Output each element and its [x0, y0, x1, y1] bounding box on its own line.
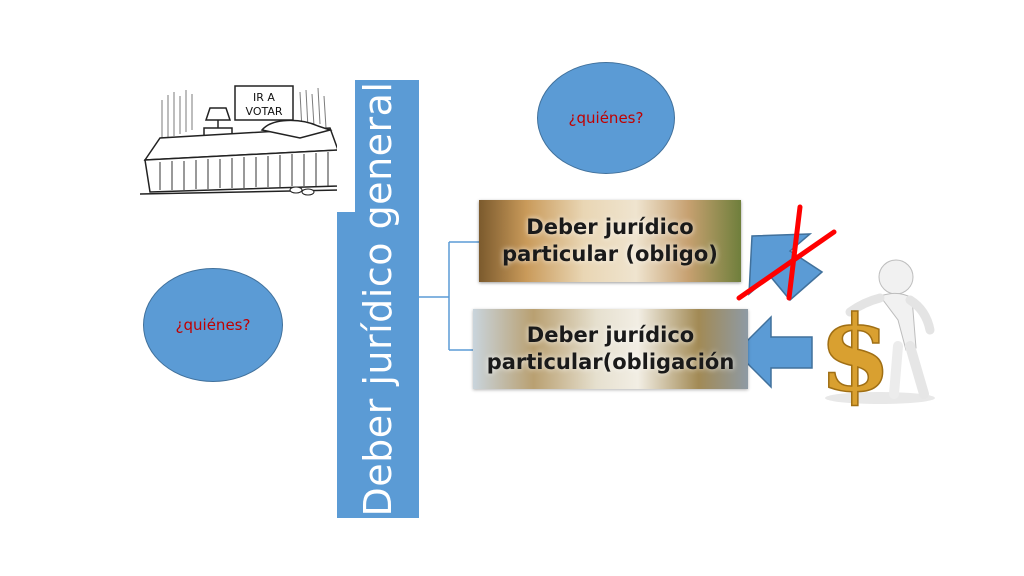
- general-duty-label-wrap: Deber jurídico general: [337, 80, 419, 518]
- particular-duty-card-bottom: Deber jurídico particular(obligación: [473, 309, 748, 389]
- card-top-line-2: particular (obligo): [502, 242, 718, 266]
- particular-duty-card-top: Deber jurídico particular (obligo): [479, 200, 741, 282]
- person-figure-icon: [825, 259, 935, 404]
- card-top-line-1: Deber jurídico: [526, 214, 694, 239]
- general-duty-label: Deber jurídico general: [356, 81, 400, 517]
- bracket-connector: [419, 241, 479, 351]
- sign-line-1: IR A: [253, 91, 275, 104]
- dollar-sign-icon: $: [819, 292, 891, 415]
- sign-line-2: VOTAR: [245, 105, 282, 118]
- red-cross-icon: [736, 204, 837, 301]
- bar-notch: [337, 80, 355, 212]
- question-bubble-top: ¿quiénes?: [537, 62, 675, 174]
- diagonal-arrow: [748, 233, 824, 302]
- card-bottom-line-1: Deber jurídico: [526, 322, 695, 347]
- card-bottom-line-2: particular(obligación: [486, 350, 735, 374]
- question-bubble-top-text: ¿quiénes?: [568, 109, 644, 127]
- question-bubble-left: ¿quiénes?: [143, 268, 283, 382]
- question-bubble-left-text: ¿quiénes?: [175, 316, 251, 334]
